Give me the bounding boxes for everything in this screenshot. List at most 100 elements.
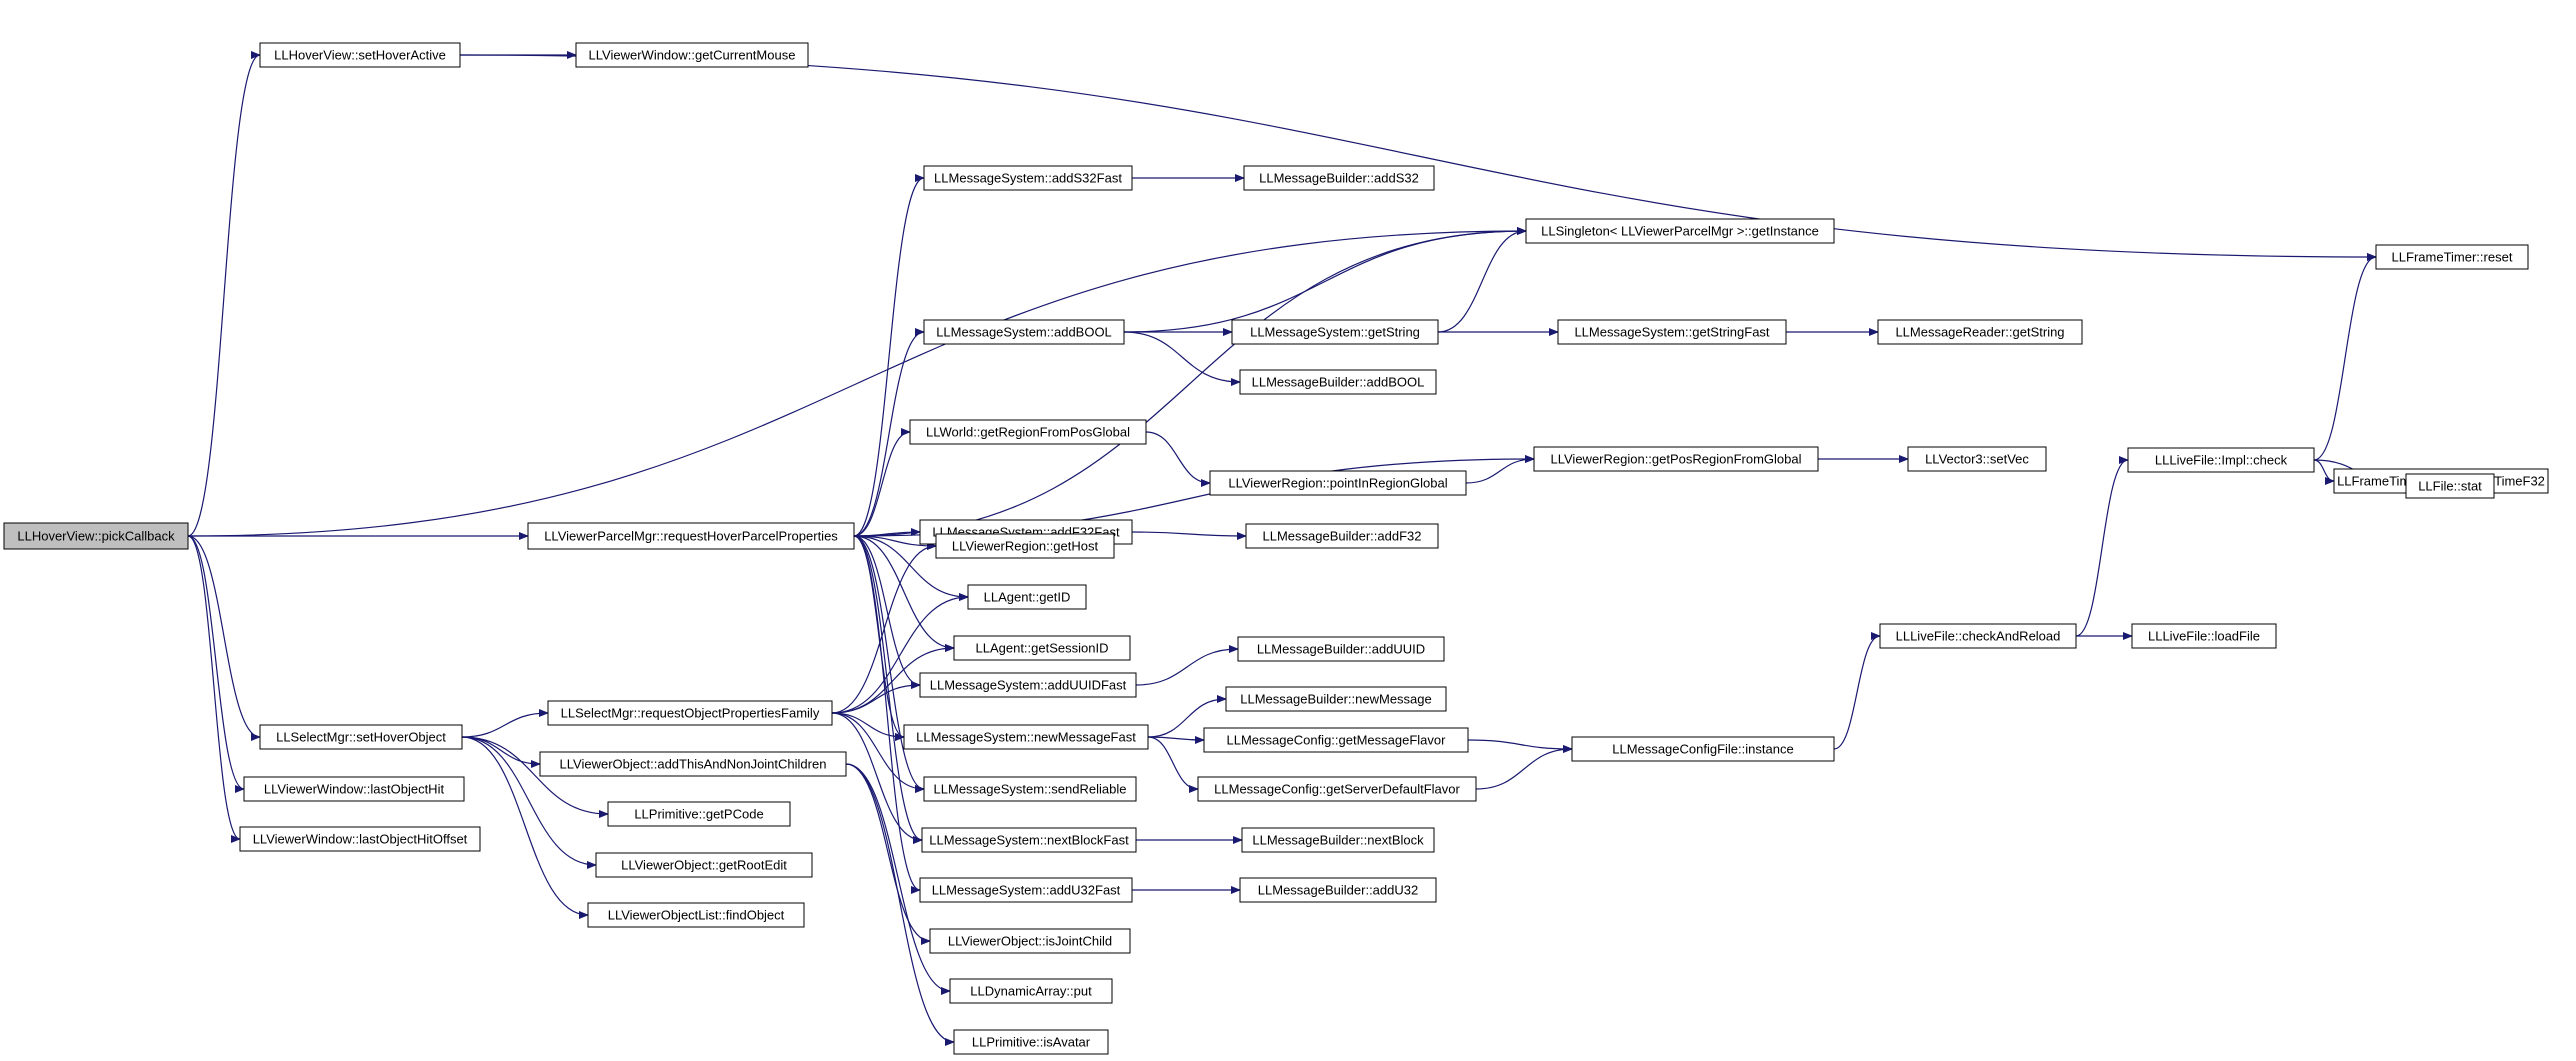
node-box[interactable] — [3, 522, 189, 550]
edge-n5-n25 — [853, 535, 921, 689]
node-box[interactable] — [903, 724, 1149, 750]
node-box[interactable] — [607, 801, 791, 827]
node-box[interactable] — [547, 700, 833, 726]
node-box[interactable] — [1231, 319, 1439, 345]
node-box[interactable] — [259, 724, 463, 750]
node-n14[interactable]: LLMessageReader::getString — [1877, 319, 2083, 345]
node-box[interactable] — [587, 902, 805, 928]
node-box[interactable] — [953, 635, 1131, 661]
node-n2[interactable]: LLViewerWindow::getCurrentMouse — [575, 42, 809, 68]
node-n36[interactable]: LLMessageBuilder::addU32 — [1239, 877, 1437, 903]
node-box[interactable] — [239, 826, 481, 852]
node-n23[interactable]: LLAgent::getID — [967, 584, 1087, 610]
node-box[interactable] — [1557, 319, 1787, 345]
node-n46[interactable]: LLLiveFile::loadFile — [2131, 623, 2277, 649]
node-box[interactable] — [1245, 523, 1439, 549]
node-n13[interactable]: LLMessageSystem::getStringFast — [1557, 319, 1787, 345]
node-n30[interactable]: LLMessageConfigFile::instance — [1571, 736, 1835, 762]
node-n12[interactable]: LLMessageSystem::getString — [1231, 319, 1439, 345]
node-box[interactable] — [1533, 446, 1819, 472]
node-n1[interactable]: LLHoverView::setHoverActive — [259, 42, 461, 68]
node-n34[interactable]: LLMessageBuilder::nextBlock — [1241, 827, 1435, 853]
node-box[interactable] — [1243, 165, 1435, 191]
node-box[interactable] — [2375, 244, 2529, 270]
node-n11[interactable]: LLMessageSystem::addBOOL — [923, 319, 1125, 345]
node-n21[interactable]: LLMessageBuilder::addF32 — [1245, 523, 1439, 549]
node-box[interactable] — [1879, 623, 2077, 649]
node-box[interactable] — [921, 827, 1137, 853]
node-box[interactable] — [919, 672, 1137, 698]
node-n44[interactable]: LLPrimitive::isAvatar — [953, 1029, 1109, 1055]
node-n8[interactable]: LLViewerWindow::lastObjectHitOffset — [239, 826, 481, 852]
node-box[interactable] — [1197, 776, 1477, 802]
node-n35[interactable]: LLMessageSystem::addU32Fast — [919, 877, 1133, 903]
node-box[interactable] — [575, 42, 809, 68]
node-n40[interactable]: LLViewerObject::getRootEdit — [595, 852, 813, 878]
node-n5[interactable]: LLViewerParcelMgr::requestHoverParcelPro… — [527, 522, 855, 550]
node-n38[interactable]: LLViewerObject::addThisAndNonJointChildr… — [539, 751, 847, 777]
node-n45[interactable]: LLLiveFile::checkAndReload — [1879, 623, 2077, 649]
node-box[interactable] — [2131, 623, 2277, 649]
node-box[interactable] — [1237, 636, 1445, 662]
node-box[interactable] — [259, 42, 461, 68]
node-box[interactable] — [243, 776, 465, 802]
node-n18[interactable]: LLViewerRegion::getPosRegionFromGlobal — [1533, 446, 1819, 472]
node-box[interactable] — [919, 877, 1133, 903]
node-n37[interactable]: LLSelectMgr::requestObjectPropertiesFami… — [547, 700, 833, 726]
node-n4[interactable]: LLSingleton< LLViewerParcelMgr >::getIns… — [1525, 218, 1835, 244]
node-n31[interactable]: LLMessageConfig::getServerDefaultFlavor — [1197, 776, 1477, 802]
node-box[interactable] — [953, 1029, 1109, 1055]
node-n33[interactable]: LLMessageSystem::nextBlockFast — [921, 827, 1137, 853]
node-n39[interactable]: LLPrimitive::getPCode — [607, 801, 791, 827]
node-box[interactable] — [1241, 827, 1435, 853]
edge-n5-n33 — [853, 535, 923, 844]
node-n32[interactable]: LLMessageSystem::sendReliable — [923, 776, 1137, 802]
node-n41[interactable]: LLViewerObjectList::findObject — [587, 902, 805, 928]
node-box[interactable] — [1571, 736, 1835, 762]
node-n10[interactable]: LLMessageBuilder::addS32 — [1243, 165, 1435, 191]
node-box[interactable] — [527, 522, 855, 550]
node-box[interactable] — [967, 584, 1087, 610]
node-n3[interactable]: LLFrameTimer::reset — [2375, 244, 2529, 270]
node-box[interactable] — [929, 928, 1131, 954]
node-box[interactable] — [935, 533, 1115, 559]
edge-n5-n35 — [853, 535, 921, 894]
node-box[interactable] — [1203, 727, 1469, 753]
node-n25[interactable]: LLMessageSystem::addUUIDFast — [919, 672, 1137, 698]
node-n28[interactable]: LLMessageSystem::newMessageFast — [903, 724, 1149, 750]
node-box[interactable] — [2127, 447, 2315, 473]
node-n43[interactable]: LLDynamicArray::put — [949, 978, 1113, 1004]
node-n0[interactable]: LLHoverView::pickCallback — [3, 522, 189, 550]
node-box[interactable] — [1525, 218, 1835, 244]
node-n16[interactable]: LLWorld::getRegionFromPosGlobal — [909, 419, 1147, 445]
node-n15[interactable]: LLMessageBuilder::addBOOL — [1239, 369, 1437, 395]
node-box[interactable] — [923, 165, 1133, 191]
node-box[interactable] — [595, 852, 813, 878]
node-box[interactable] — [949, 978, 1113, 1004]
node-n17[interactable]: LLViewerRegion::pointInRegionGlobal — [1209, 470, 1467, 496]
node-box[interactable] — [923, 319, 1125, 345]
node-box[interactable] — [923, 776, 1137, 802]
node-n26[interactable]: LLMessageBuilder::addUUID — [1237, 636, 1445, 662]
node-n22[interactable]: LLViewerRegion::getHost — [935, 533, 1115, 559]
node-n49[interactable]: LLFile::stat — [2405, 473, 2495, 499]
node-box[interactable] — [539, 751, 847, 777]
node-box[interactable] — [909, 419, 1147, 445]
node-box[interactable] — [1209, 470, 1467, 496]
node-n9[interactable]: LLMessageSystem::addS32Fast — [923, 165, 1133, 191]
node-box[interactable] — [1239, 369, 1437, 395]
node-box[interactable] — [1239, 877, 1437, 903]
node-n42[interactable]: LLViewerObject::isJointChild — [929, 928, 1131, 954]
node-n29[interactable]: LLMessageConfig::getMessageFlavor — [1203, 727, 1469, 753]
node-n27[interactable]: LLMessageBuilder::newMessage — [1225, 686, 1447, 712]
node-box[interactable] — [1907, 446, 2047, 472]
node-box[interactable] — [1877, 319, 2083, 345]
node-n24[interactable]: LLAgent::getSessionID — [953, 635, 1131, 661]
node-n19[interactable]: LLVector3::setVec — [1907, 446, 2047, 472]
node-n47[interactable]: LLLiveFile::Impl::check — [2127, 447, 2315, 473]
node-box[interactable] — [1225, 686, 1447, 712]
node-n6[interactable]: LLSelectMgr::setHoverObject — [259, 724, 463, 750]
node-n7[interactable]: LLViewerWindow::lastObjectHit — [243, 776, 465, 802]
edge-n28-n31 — [1147, 736, 1199, 793]
node-box[interactable] — [2405, 473, 2495, 499]
